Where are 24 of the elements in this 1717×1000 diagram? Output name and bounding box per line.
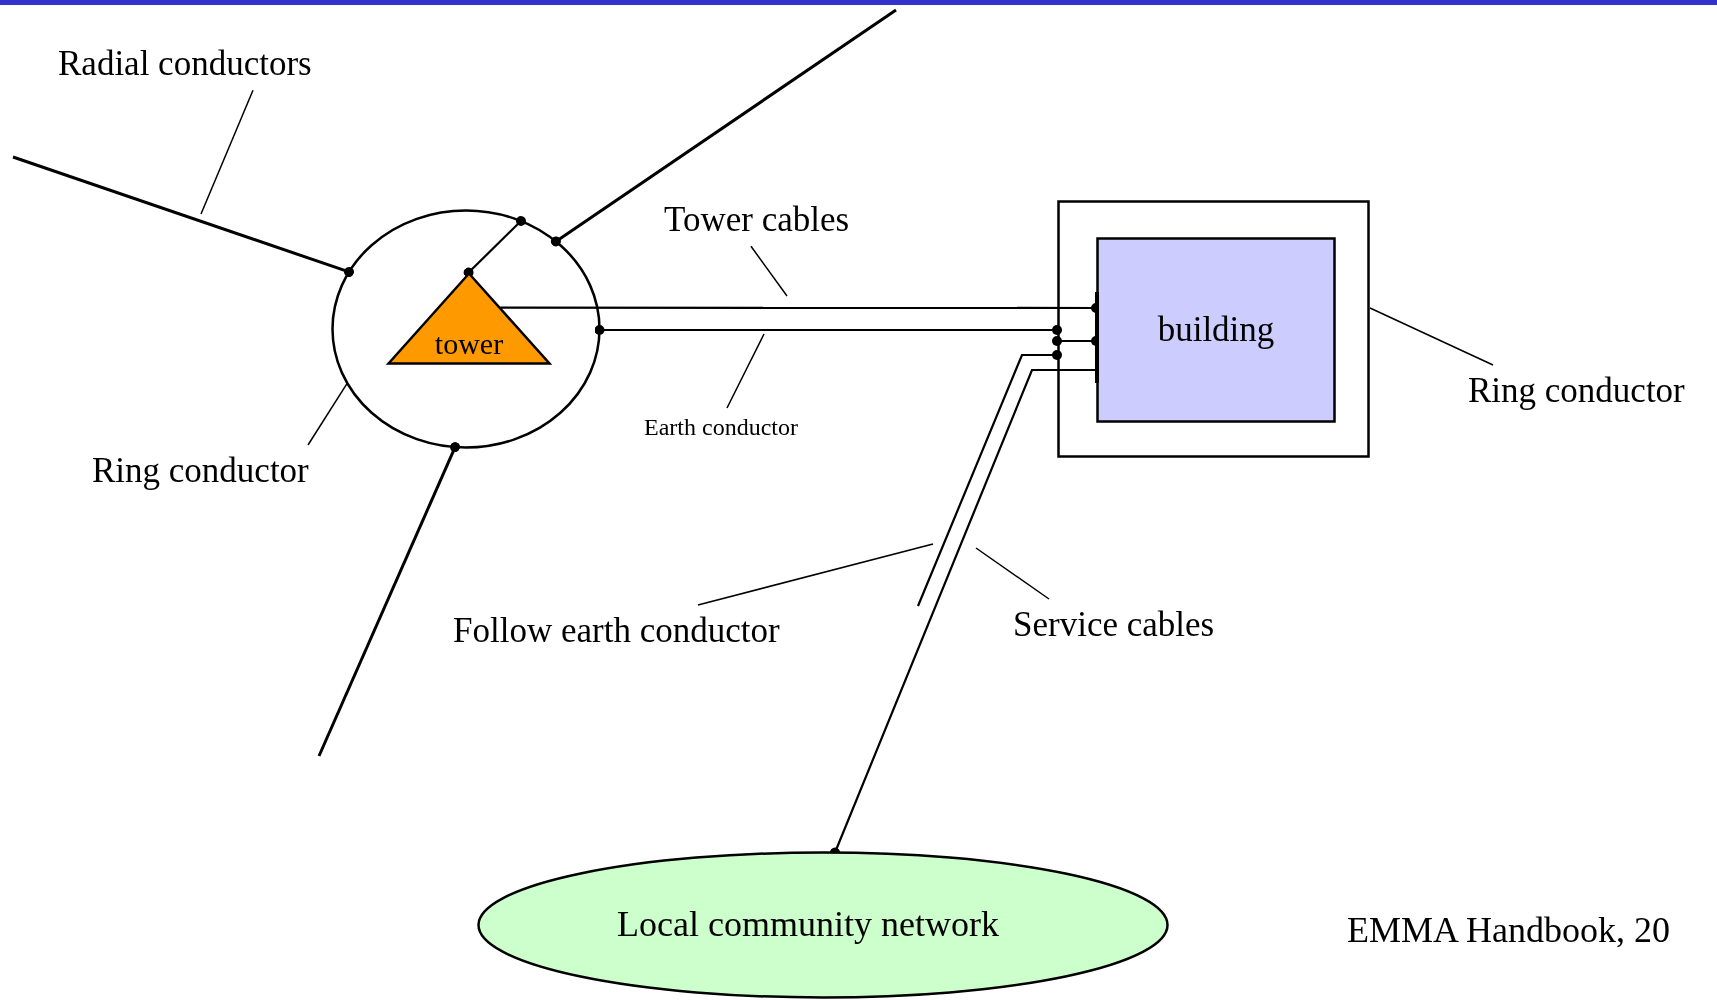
conductor-line bbox=[550, 8, 897, 247]
conductor-line bbox=[917, 350, 1062, 607]
callout-label: Radial conductors bbox=[58, 44, 312, 85]
callout-label: Ring conductor bbox=[92, 451, 309, 492]
node-label: Local community network bbox=[617, 904, 999, 946]
conductor-line bbox=[317, 442, 461, 757]
conductor-line bbox=[12, 155, 354, 277]
leader-line bbox=[726, 333, 765, 409]
leader-line bbox=[697, 543, 934, 606]
callout-label: Ring conductor bbox=[1468, 371, 1685, 412]
callout-label: Earth conductor bbox=[644, 414, 798, 442]
source-note: EMMA Handbook, 20 bbox=[1347, 910, 1670, 952]
conductor-line bbox=[463, 216, 526, 278]
leader-line bbox=[750, 245, 788, 297]
callout-label: Service cables bbox=[1013, 605, 1215, 646]
callout-label: Follow earth conductor bbox=[453, 611, 780, 652]
node-label: tower bbox=[434, 326, 504, 361]
callout-label: Tower cables bbox=[664, 200, 850, 241]
leader-line bbox=[975, 547, 1050, 600]
leader-line bbox=[200, 89, 254, 215]
leader-line bbox=[307, 382, 349, 446]
conductor-line bbox=[594, 325, 1062, 335]
node-label: building bbox=[1157, 309, 1275, 351]
leader-line bbox=[1369, 307, 1494, 366]
